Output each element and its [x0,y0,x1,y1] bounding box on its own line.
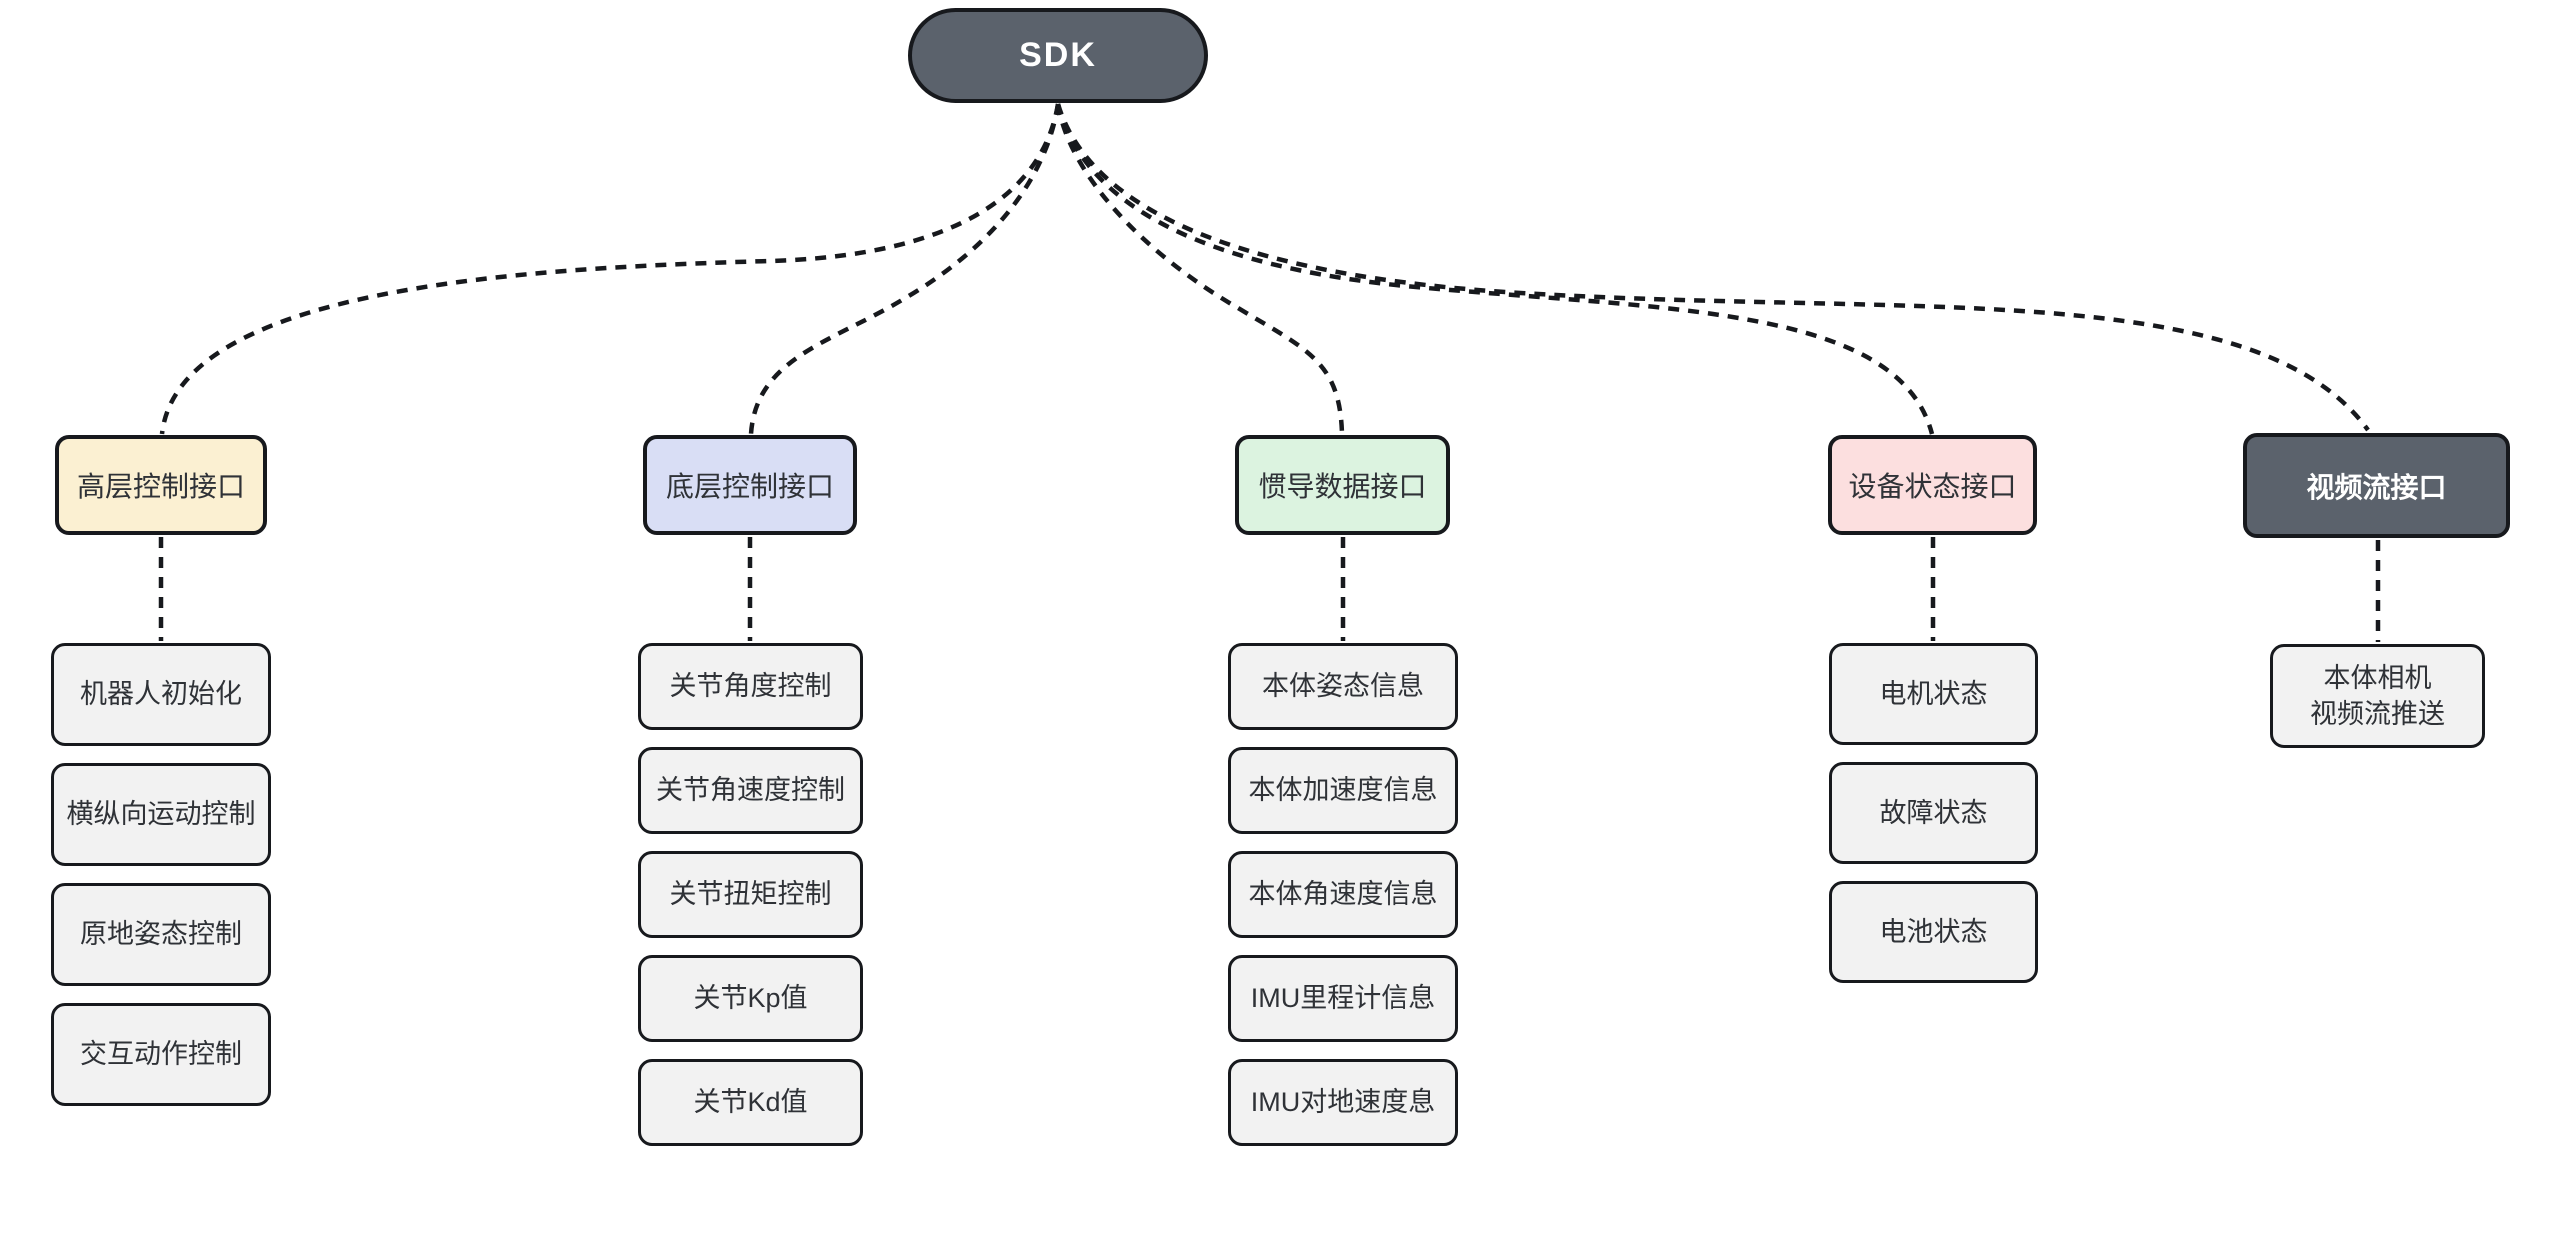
child-node-battery-status[interactable]: 电池状态 [1829,881,2038,983]
branch-node-imu-data[interactable]: 惯导数据接口 [1235,435,1450,535]
child-node-joint-torque[interactable]: 关节扭矩控制 [638,851,863,938]
child-node-interactive-action[interactable]: 交互动作控制 [51,1003,271,1106]
branch-node-video-stream[interactable]: 视频流接口 [2243,433,2510,538]
branch-label: 高层控制接口 [76,471,245,502]
branch-node-device-status[interactable]: 设备状态接口 [1828,435,2037,535]
child-node-in-place-posture[interactable]: 原地姿态控制 [51,883,271,986]
child-label: 交互动作控制 [80,1039,242,1070]
child-node-body-attitude[interactable]: 本体姿态信息 [1228,643,1458,730]
child-label: 本体相机 视频流推送 [2310,662,2445,729]
child-node-imu-ground-speed[interactable]: IMU对地速度息 [1228,1059,1458,1146]
branch-node-high-level-control[interactable]: 高层控制接口 [55,435,267,535]
branch-label: 惯导数据接口 [1258,471,1427,502]
child-label: 本体角速度信息 [1248,879,1438,910]
child-label: 机器人初始化 [80,679,242,710]
branch-node-low-level-control[interactable]: 底层控制接口 [643,435,857,535]
branch-label: 底层控制接口 [665,471,834,502]
child-label: 本体加速度信息 [1248,775,1438,806]
branch-label: 设备状态接口 [1848,471,2017,502]
child-label: IMU对地速度息 [1250,1087,1436,1118]
connector-sdk-to-device-status [1055,103,1935,435]
child-node-fault-status[interactable]: 故障状态 [1829,762,2038,864]
child-node-joint-kd[interactable]: 关节Kd值 [638,1059,863,1146]
child-label: 关节Kd值 [693,1087,808,1118]
child-node-body-angular-velocity[interactable]: 本体角速度信息 [1228,851,1458,938]
connector-sdk-to-high-level-control [159,103,1061,435]
branch-label: 视频流接口 [2306,471,2447,503]
child-node-lateral-longitudinal-motion[interactable]: 横纵向运动控制 [51,763,271,866]
child-node-robot-init[interactable]: 机器人初始化 [51,643,271,746]
child-node-joint-kp[interactable]: 关节Kp值 [638,955,863,1042]
connector-sdk-to-imu-data [1055,103,1345,435]
child-node-imu-odometry[interactable]: IMU里程计信息 [1228,955,1458,1042]
child-label: 横纵向运动控制 [66,799,256,830]
child-label: 电机状态 [1879,678,1988,709]
child-node-joint-angle[interactable]: 关节角度控制 [638,643,863,730]
child-label: 关节Kp值 [693,983,808,1014]
child-label: 关节角度控制 [669,671,832,702]
child-label: 关节扭矩控制 [669,879,832,910]
child-label: 故障状态 [1879,797,1988,828]
child-node-body-acceleration[interactable]: 本体加速度信息 [1228,747,1458,834]
child-node-motor-status[interactable]: 电机状态 [1829,643,2038,745]
child-node-camera-video-push[interactable]: 本体相机 视频流推送 [2270,644,2485,748]
child-label: 关节角速度控制 [656,775,845,806]
root-node-label: SDK [1019,36,1097,74]
child-label: 本体姿态信息 [1262,671,1424,702]
child-label: IMU里程计信息 [1250,983,1436,1014]
child-label: 原地姿态控制 [80,919,242,950]
root-node-sdk[interactable]: SDK [908,8,1208,103]
connector-sdk-to-low-level-control [748,103,1061,435]
child-node-joint-angular-velocity[interactable]: 关节角速度控制 [638,747,863,834]
connector-sdk-to-video-stream [1055,103,2370,432]
child-label: 电池状态 [1879,916,1988,947]
